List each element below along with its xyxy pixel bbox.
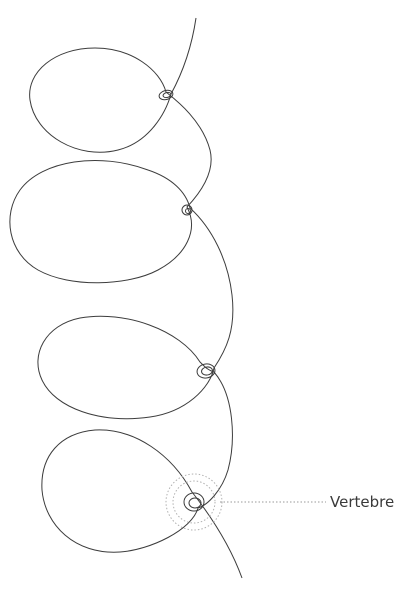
highlight-ring-outer bbox=[166, 474, 222, 530]
vertebre-label: Vertebre bbox=[330, 493, 394, 511]
vertebra-loop-1 bbox=[158, 89, 174, 101]
vertebra-loop-4-inner bbox=[189, 498, 201, 508]
coiled-spine-line bbox=[10, 18, 242, 578]
